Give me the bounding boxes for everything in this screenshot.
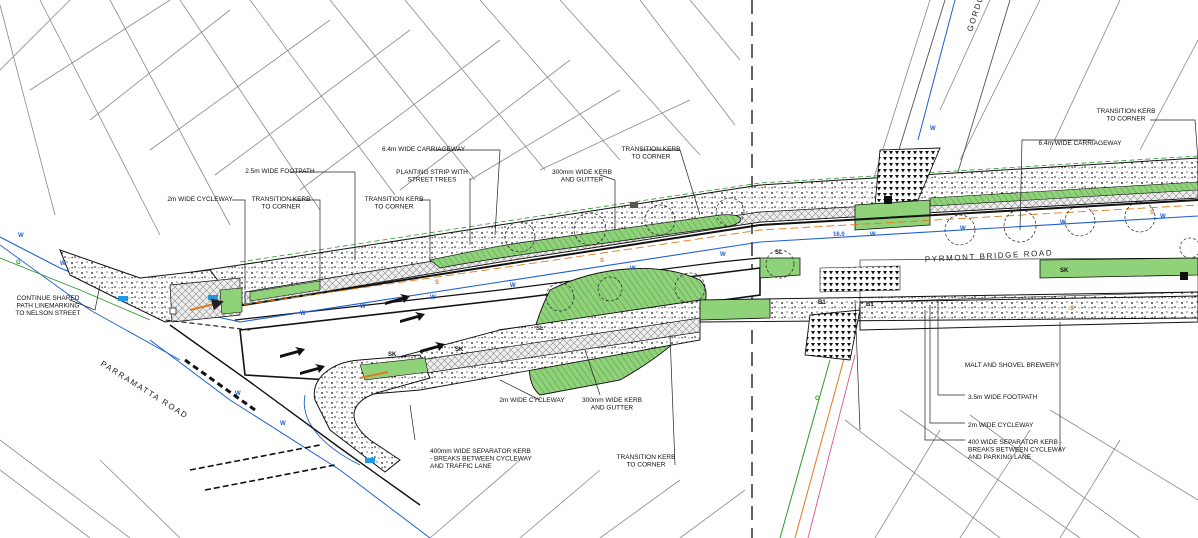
level-tag: 16.0 (833, 232, 845, 238)
cycleway-south-label: 2m WIDE CYCLEWAY (499, 397, 565, 404)
callout-line: TRANSITION KERB (365, 196, 424, 203)
callout-line: AND TRAFFIC LANE (430, 463, 492, 470)
callout-line: 400 WIDE SEPARATOR KERB - (968, 439, 1062, 446)
water-tag: W (870, 232, 876, 238)
parramatta-road-label: PARRAMATTA ROAD (99, 359, 190, 421)
callout-line: MALT AND SHOVEL BREWERY (965, 362, 1060, 369)
water-tag: W (18, 233, 24, 239)
callout-line: PLANTING STRIP WITH (396, 169, 468, 176)
planting-strip-mid (429, 214, 742, 269)
gas-line (0, 257, 856, 538)
carriageway-west-label: 6.4m WIDE CARRIAGEWAY (382, 146, 466, 153)
callout-line: TO NELSON STREET (16, 310, 81, 317)
lane-arrows (280, 294, 445, 375)
water-tag: W (300, 311, 306, 317)
carriageway-east-label: 6.4m WIDE CARRIAGEWAY (1038, 140, 1122, 147)
callout-line: AND PARKING LANE (968, 454, 1032, 461)
callout-line: STREET TREES (408, 177, 458, 184)
callout-line: AND GUTTER (591, 405, 634, 412)
callout-line: 3.5m WIDE FOOTPATH (968, 394, 1038, 401)
callout-line: TO CORNER (375, 204, 414, 211)
water-tag: W (1060, 220, 1066, 226)
callout-texts: 6.4m WIDE CARRIAGEWAY PLANTING STRIP WIT… (16, 108, 1156, 470)
water-tag: W (280, 421, 286, 427)
callout-line: 6.4m WIDE CARRIAGEWAY (1038, 140, 1122, 147)
water-tag: W (720, 252, 726, 258)
equipment-markers (118, 196, 1188, 463)
callout-line: PATH LINEMARKING (17, 303, 80, 310)
signal-tag: SL (536, 326, 544, 332)
callout-line: 2.5m WIDE FOOTPATH (245, 168, 315, 175)
callout-line: CONTINUE SHARED (17, 295, 80, 302)
planting-strip-west (249, 280, 321, 302)
gas-tag: G (815, 396, 820, 402)
service-tags: W W G W W W W W W W W W W W S S S S G W … (16, 126, 1166, 427)
callout-line: TO CORNER (627, 462, 666, 469)
separator-west-label: 400mm WIDE SEPARATOR KERB- BREAKS BETWEE… (430, 448, 533, 470)
callout-line: 300mm WIDE KERB (582, 397, 642, 404)
brewery-building (859, 295, 1198, 331)
callout-line: TRANSITION KERB (622, 146, 681, 153)
street-trees (504, 197, 1198, 312)
callout-line: 6.4m WIDE CARRIAGEWAY (382, 146, 466, 153)
malt-shovel-label: MALT AND SHOVEL BREWERY (965, 362, 1060, 369)
cycleway-west-label: 2m WIDE CYCLEWAY (167, 196, 233, 203)
callout-line: 2m WIDE CYCLEWAY (499, 397, 565, 404)
footpath-east-label: 3.5m WIDE FOOTPATH (968, 394, 1038, 401)
water-tag: W (1160, 214, 1166, 220)
callout-leaders (69, 119, 1198, 466)
water-tag: W (430, 295, 436, 301)
footpath-west-label: 2.5m WIDE FOOTPATH (245, 168, 315, 175)
callout-line: TRANSITION KERB (252, 196, 311, 203)
callout-line: TRANSITION KERB (617, 454, 676, 461)
pit-tag: B1 (866, 302, 874, 308)
callout-line: BREAKS BETWEEN CYCLEWAY (968, 447, 1067, 454)
water-main (0, 215, 1198, 538)
sewer-tag: S (1150, 210, 1154, 216)
water-tag: W (235, 391, 241, 397)
callout-line: TRANSITION KERB (1097, 108, 1156, 115)
water-tag: W (930, 126, 936, 132)
callout-line: 400mm WIDE SEPARATOR KERB (430, 448, 531, 455)
pit-tag: B1 (818, 300, 826, 306)
sign-tag: SK (388, 352, 397, 358)
callout-line: 2m WIDE CYCLEWAY (968, 422, 1034, 429)
sewer-tag: S (600, 258, 604, 264)
gas-tag: G (16, 260, 21, 266)
sewer-tag: S (435, 280, 439, 286)
callout-line: AND GUTTER (561, 177, 604, 184)
callout-line: - BREAKS BETWEEN CYCLEWAY (430, 456, 533, 463)
water-tag: W (960, 226, 966, 232)
water-tag: W (360, 304, 366, 310)
callout-line: TO CORNER (632, 154, 671, 161)
callout-line: 2m WIDE CYCLEWAY (167, 196, 233, 203)
water-tag: W (630, 266, 636, 272)
north-crossing-pad (854, 147, 941, 231)
callout-line: 300mm WIDE KERB (552, 169, 612, 176)
callout-line: TO CORNER (1107, 116, 1146, 123)
sign-tag: SK (1060, 268, 1069, 274)
water-tag: W (60, 261, 66, 267)
cycleway-east-label: 2m WIDE CYCLEWAY (968, 422, 1034, 429)
separator-east-label: 400 WIDE SEPARATOR KERB -BREAKS BETWEEN … (968, 439, 1067, 461)
sewer-tag: S (1070, 306, 1074, 312)
sign-tag: SK (455, 347, 464, 353)
callout-line: TO CORNER (262, 204, 301, 211)
pyrmont-bridge-road-label: PYRMONT BRIDGE ROAD (925, 248, 1054, 264)
signal-tag: SL (775, 250, 783, 256)
water-tag: W (510, 283, 516, 289)
east-crossing-pad (759, 257, 901, 361)
